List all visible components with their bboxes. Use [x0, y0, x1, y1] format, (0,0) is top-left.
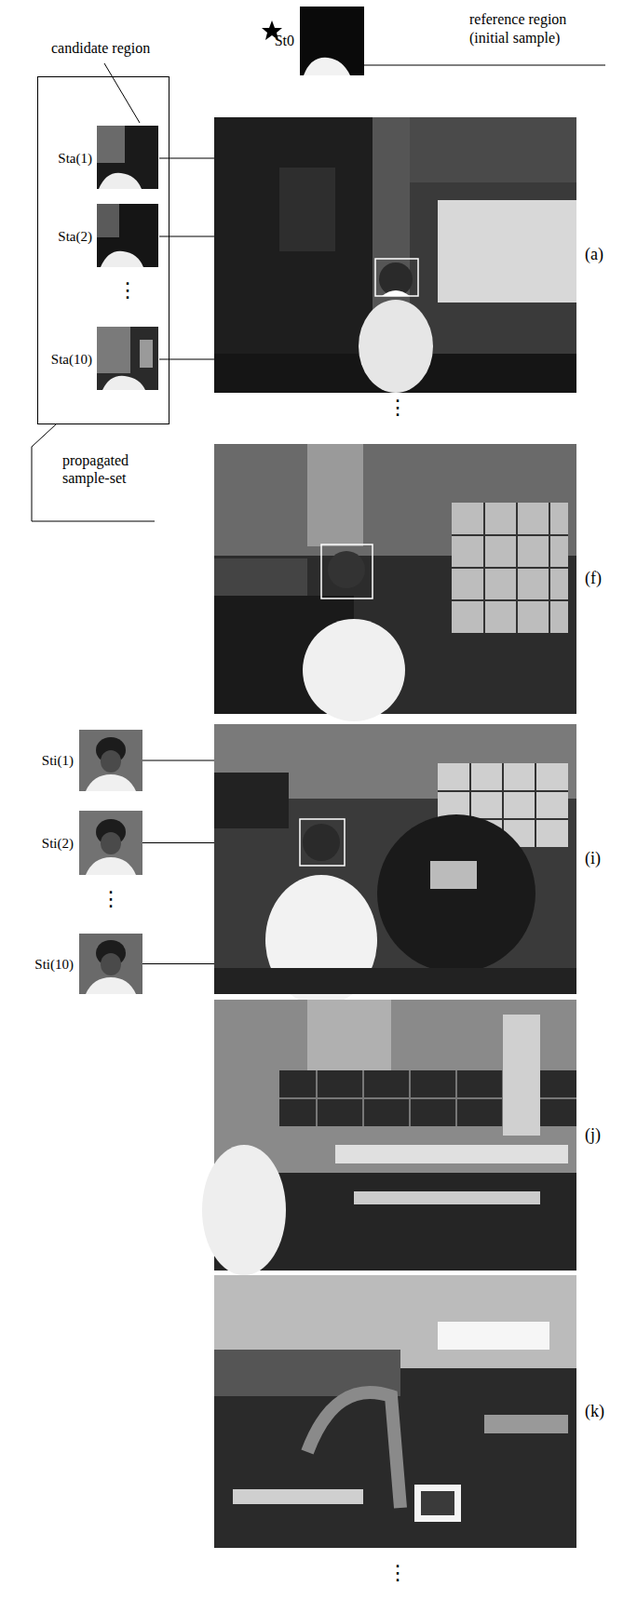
connector-stroke: [142, 842, 215, 844]
frame-label: (a): [584, 244, 604, 266]
ellipsis: ⋮: [387, 1563, 408, 1585]
candidate-thumbnail: [96, 125, 159, 190]
video-frame: (j): [214, 1000, 577, 1272]
frame-label: (f): [584, 569, 602, 590]
video-frame: (i): [214, 724, 577, 995]
video-frame: (a): [214, 117, 577, 394]
candidate-thumbnail: [96, 203, 159, 268]
sample-label: St0: [274, 31, 295, 50]
connector-line: [159, 236, 215, 238]
tracked-thumbnail: [79, 730, 143, 792]
ellipsis: ⋮: [117, 280, 138, 301]
reference-thumbnail: St0: [299, 6, 365, 76]
video-frame: [214, 724, 577, 1006]
candidate-thumbnail: Sta(10): [97, 327, 160, 392]
frame-label: (i): [584, 849, 601, 870]
leader-line: [364, 65, 606, 67]
video-frame: [214, 117, 577, 394]
connector-stroke: [142, 760, 215, 762]
sample-label: Sti(1): [41, 752, 74, 770]
note-label: reference region (initial sample): [469, 10, 600, 48]
candidate-thumbnail: [96, 326, 159, 391]
connector-line: [142, 760, 215, 762]
candidate-thumbnail: Sta(1): [97, 126, 160, 190]
sample-label: Sti(10): [34, 956, 74, 974]
sample-set-box: propagated sample-setSta(1)Sta(2)Sta(10): [37, 76, 170, 425]
sample-label: Sta(2): [57, 228, 93, 245]
candidate-thumbnail: Sta(2): [97, 204, 160, 269]
sample-label: Sta(10): [51, 351, 93, 368]
tracked-thumbnail: [79, 811, 143, 876]
connector-line: [142, 842, 215, 844]
connector-stroke: [159, 158, 215, 160]
connector-stroke: [159, 236, 215, 238]
video-frame: (k): [214, 1275, 577, 1549]
tracked-thumbnail: Sti(10): [79, 934, 143, 995]
video-frame: [214, 444, 577, 722]
ellipsis: ⋮: [100, 889, 122, 910]
bracket-line: [31, 424, 155, 522]
connector-line: [159, 158, 215, 160]
tracked-thumbnail: Sti(2): [79, 811, 143, 876]
connector-line: [142, 963, 215, 965]
reference-thumbnail: [299, 6, 365, 76]
video-frame: [202, 1000, 577, 1276]
note-label: candidate region: [51, 39, 150, 58]
sample-label: Sta(1): [57, 149, 93, 167]
tracked-thumbnail: Sti(1): [79, 730, 143, 792]
video-frame: (f): [214, 444, 577, 715]
frame-label: (k): [584, 1402, 605, 1424]
sample-label: Sti(2): [41, 835, 74, 853]
frame-label: (j): [584, 1125, 601, 1147]
group-label: propagated sample-set: [62, 451, 156, 488]
connector-stroke: [159, 359, 215, 361]
connector-line: [159, 359, 215, 361]
leader-line: [104, 63, 140, 123]
ellipsis: ⋮: [387, 397, 408, 419]
connector-stroke: [142, 963, 215, 965]
video-frame: [214, 1275, 577, 1549]
tracked-thumbnail: [79, 934, 143, 995]
